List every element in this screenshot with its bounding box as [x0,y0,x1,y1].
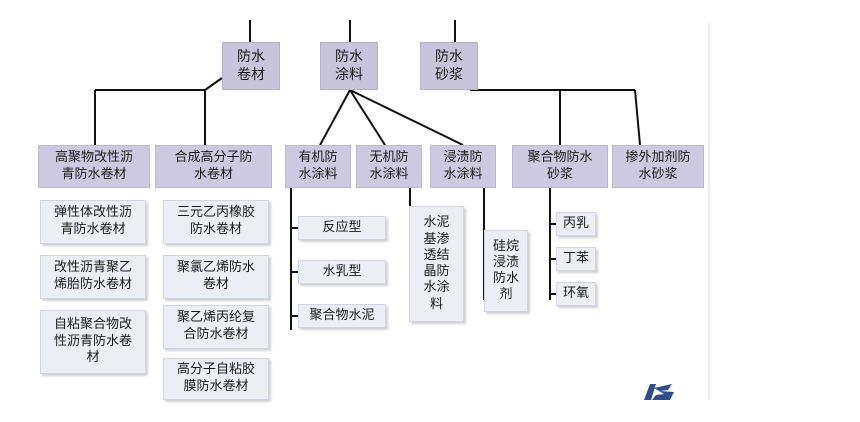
connector-tuliao-jinzi [349,89,464,146]
leaf-jinzi-1: 硅烷 浸渍 防水 剂 [484,230,528,312]
connector-to-canwai [634,89,641,146]
leaf-gaojuwu-3: 自粘聚合物改 性沥青防水卷 材 [40,310,146,374]
leaf-youji-1: 反应型 [298,216,386,240]
category-tuliao: 防水 涂料 [320,42,378,90]
subcategory-youji: 有机防 水涂料 [285,145,351,188]
connector-tuliao-wuji [349,89,386,146]
category-juancai: 防水 卷材 [222,42,280,90]
watermark-logo-icon [644,384,674,400]
connector-tuliao-youji [319,89,351,146]
leaf-hecheng-2: 聚氯乙烯防水 卷材 [163,255,269,299]
category-shajiang: 防水 砂浆 [420,42,478,90]
connector-juancai-down [204,77,223,91]
leaf-hecheng-3: 聚乙烯丙纶复 合防水卷材 [163,305,269,349]
leaf-juhewu-3: 环氧 [556,282,596,306]
leaf-youji-2: 水乳型 [298,260,386,284]
leaf-hecheng-4: 高分子自粘胶 膜防水卷材 [163,358,269,400]
subcategory-hecheng: 合成高分子防 水卷材 [155,145,272,188]
leaf-juhewu-1: 丙乳 [556,212,596,236]
leaf-juhewu-2: 丁苯 [556,247,596,271]
subcategory-juhewu: 聚合物防水 砂浆 [512,145,608,188]
leaf-gaojuwu-2: 改性沥青聚乙 烯胎防水卷材 [40,255,146,299]
leaf-hecheng-1: 三元乙丙橡胶 防水卷材 [163,200,269,244]
leaf-gaojuwu-1: 弹性体改性沥 青防水卷材 [40,200,146,244]
leaf-youji-3: 聚合物水泥 [298,304,386,328]
subcategory-wuji: 无机防 水涂料 [356,145,422,188]
subcategory-jinzi: 浸渍防 水涂料 [430,145,496,188]
subcategory-gaojuwu: 高聚物改性沥 青防水卷材 [38,145,150,188]
subcategory-canwai: 掺外加剂防 水砂浆 [612,145,704,188]
leaf-wuji-1: 水泥 基渗 透结 晶防 水涂 料 [409,206,464,322]
